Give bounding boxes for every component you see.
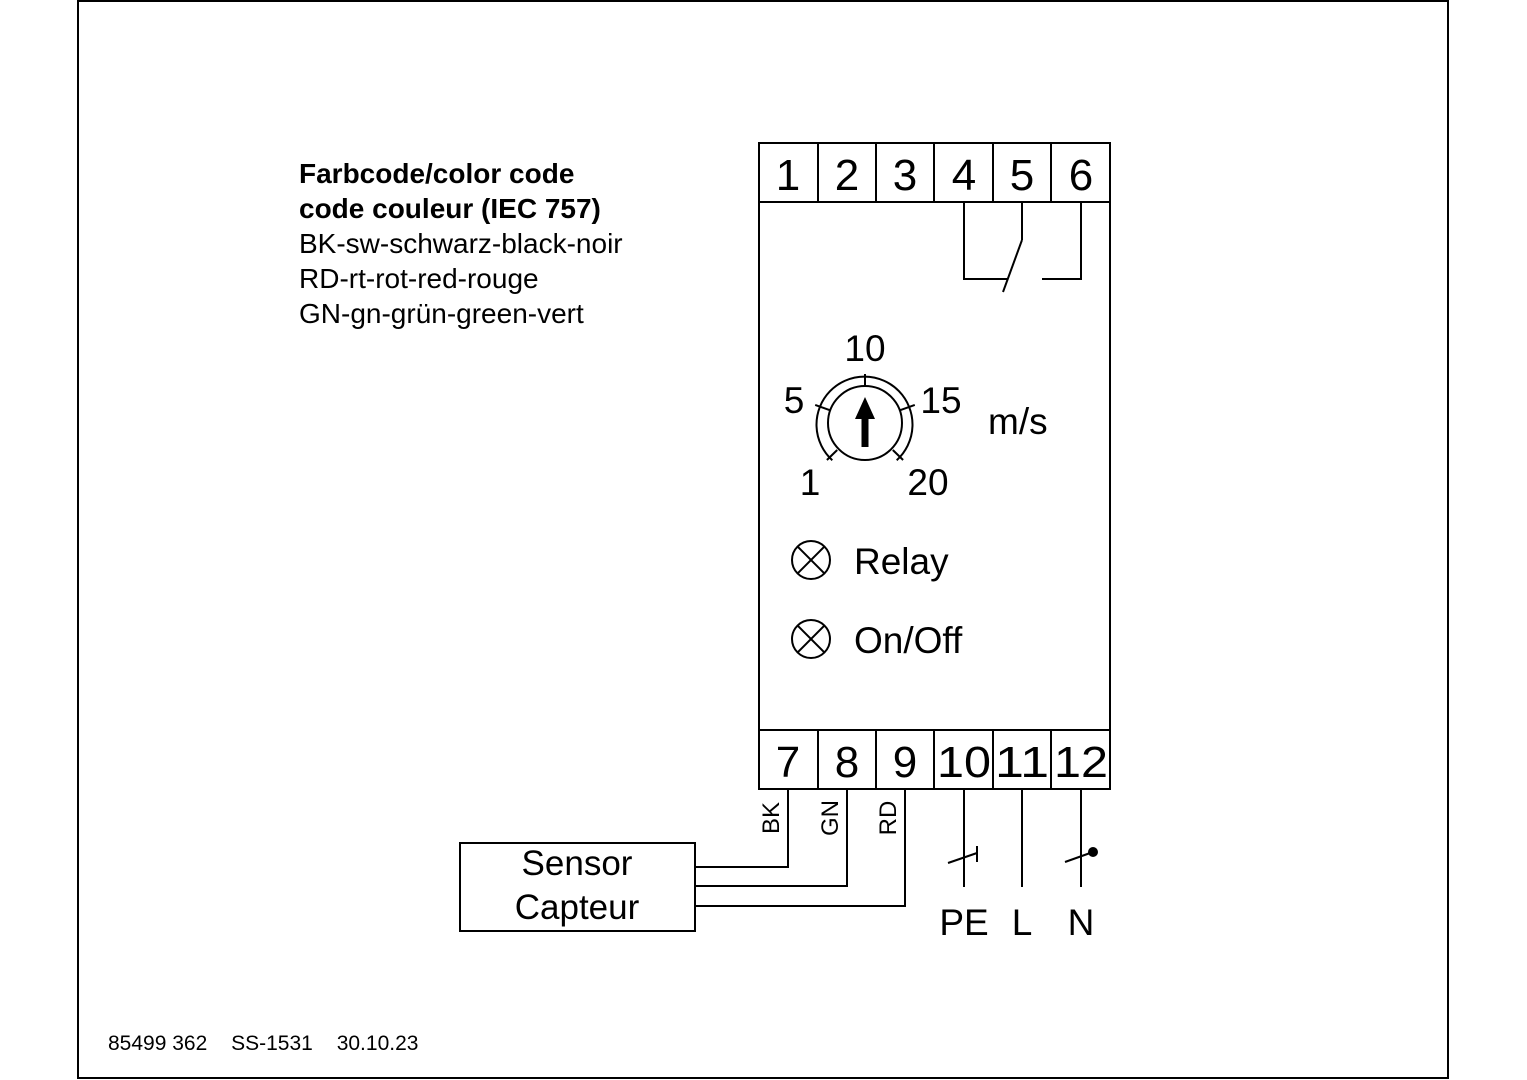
legend-subtitle: code couleur (IEC 757) [299,193,601,224]
terminal-1: 1 [776,151,800,200]
dial-tick-1: 1 [800,462,821,503]
terminal-9: 9 [893,738,917,787]
wire-label-rd: RD [875,801,902,836]
top-terminal-block [817,143,1052,202]
legend-entry-bk: BK-sw-schwarz-black-noir [299,228,623,259]
dial-unit: m/s [988,401,1048,442]
legend-title: Farbcode/color code [299,158,575,189]
terminal-6: 6 [1069,151,1093,200]
supply-pe: PE [939,902,988,943]
indicator-onoff-label: On/Off [854,620,963,661]
neutral-dot-icon [1088,847,1098,857]
supply-n: N [1068,902,1095,943]
terminal-3: 3 [893,151,917,200]
terminal-7: 7 [776,738,800,787]
speed-dial[interactable] [814,374,916,461]
supply-wires [947,789,1094,887]
dial-tick-10: 10 [844,328,885,369]
footer-code: SS-1531 [231,1032,313,1055]
lamp-relay-icon [791,540,831,580]
page-frame [77,0,1449,1079]
lamp-onoff-icon [791,619,831,659]
terminal-2: 2 [835,151,859,200]
terminal-11: 11 [995,738,1049,787]
dial-arrow-icon [855,397,875,447]
terminal-4: 4 [952,151,976,200]
sensor-wires [695,789,906,907]
color-code-legend: Farbcode/color code code couleur (IEC 75… [299,156,623,331]
relay-contact-symbol [963,202,1082,293]
terminal-8: 8 [835,738,859,787]
footer: 85499 362 SS-1531 30.10.23 [108,1032,436,1056]
wire-label-bk: BK [758,802,785,834]
terminal-5: 5 [1010,151,1034,200]
dial-tick-5: 5 [784,380,805,421]
dial-tick-15: 15 [920,380,961,421]
sensor-label-fr: Capteur [515,888,640,927]
wire-label-gn: GN [817,800,844,836]
bottom-terminal-block [817,730,1052,789]
footer-part-number: 85499 362 [108,1032,208,1055]
legend-entry-gn: GN-gn-grün-green-vert [299,298,584,329]
indicator-relay-label: Relay [854,541,949,582]
dial-tick-20: 20 [907,462,948,503]
supply-l: L [1012,902,1033,943]
terminal-12: 12 [1054,738,1108,787]
footer-date: 30.10.23 [336,1032,419,1055]
legend-entry-rd: RD-rt-rot-red-rouge [299,263,539,294]
sensor-label: Sensor [522,844,633,883]
terminal-10: 10 [937,738,991,787]
